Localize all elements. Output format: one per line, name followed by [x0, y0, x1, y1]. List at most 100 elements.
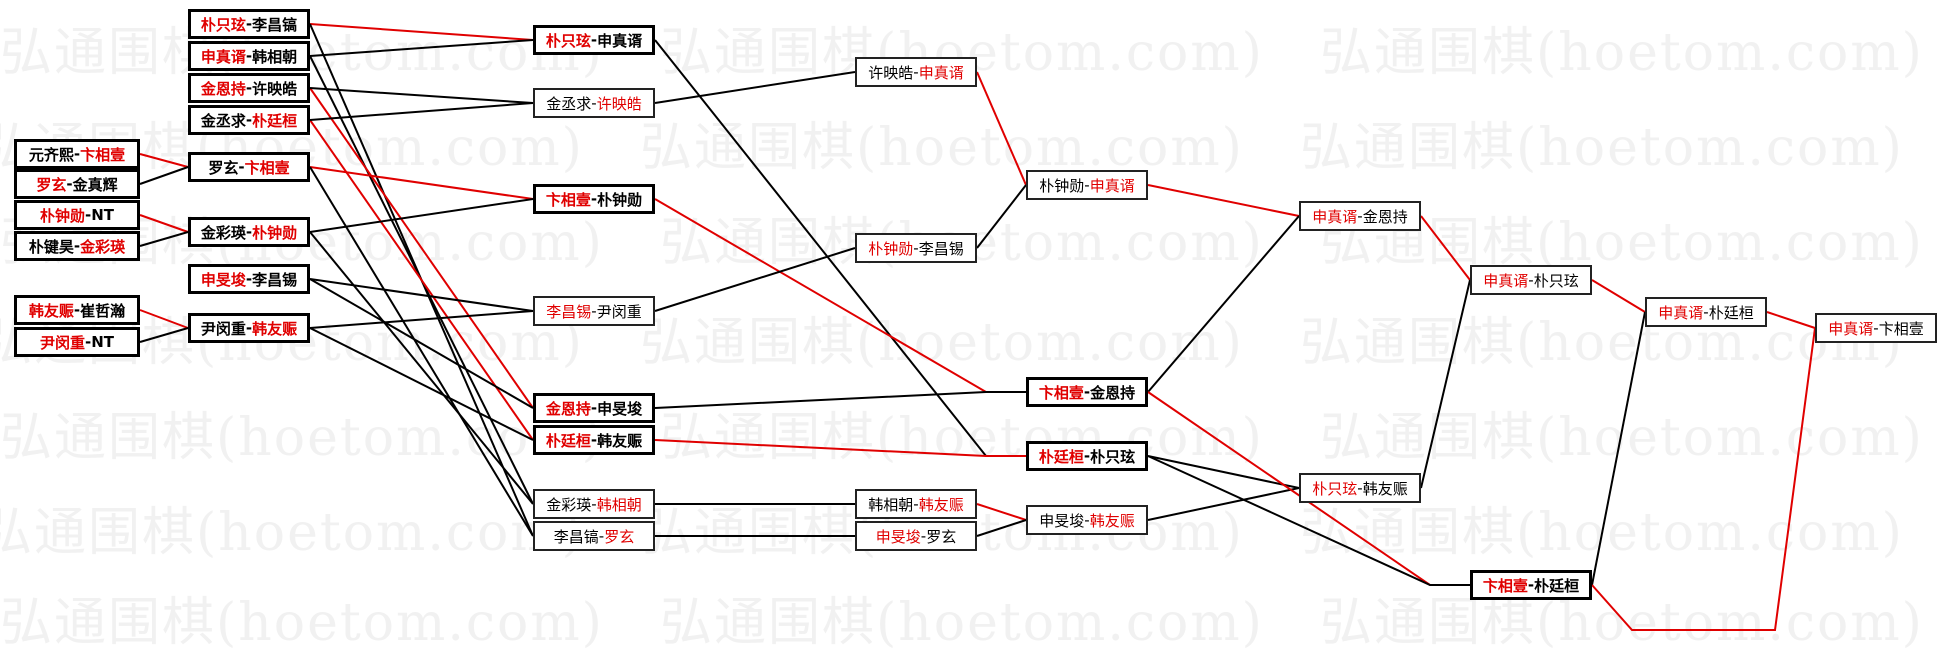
bracket-connector	[976, 519, 1027, 537]
bracket-connector	[309, 87, 534, 409]
bracket-connector	[654, 391, 1026, 409]
watermark-text: 弘通围棋(hoetom.com)	[1320, 593, 1924, 653]
player-name: 李昌锡	[252, 270, 298, 289]
player-name: 金彩瑛	[200, 223, 246, 242]
player-name: 申真谞	[918, 63, 964, 82]
bracket-connector	[139, 327, 189, 343]
player-name: 卞相壹	[244, 158, 290, 177]
player-name: 罗玄	[926, 527, 957, 546]
bracket-connector	[309, 327, 534, 441]
player-name: 韩友赈	[918, 495, 964, 514]
player-name: 尹闵重	[200, 319, 246, 338]
player-name: 金彩瑛	[80, 237, 126, 256]
player-name: 朴只玹	[200, 15, 246, 34]
player-name: 申旻埈	[875, 527, 921, 546]
player-name: 朴钟勋	[39, 206, 85, 225]
watermark-text: 弘通围棋(hoetom.com)	[0, 593, 604, 653]
player-name: 罗玄	[208, 158, 239, 177]
match-box: 申真谞-韩相朝	[188, 41, 310, 71]
player-name: 申旻埈	[597, 399, 643, 418]
player-name: 韩相朝	[596, 495, 642, 514]
versus-dash: -	[238, 158, 245, 176]
player-name: 申真谞	[1312, 207, 1358, 226]
player-name: 朴钟勋	[252, 223, 298, 242]
versus-dash: -	[245, 79, 253, 97]
watermark-text: 弘通围棋(hoetom.com)	[1300, 503, 1904, 563]
match-box: 申旻埈-李昌锡	[188, 264, 310, 294]
match-box: 韩友赈-崔哲瀚	[14, 295, 140, 325]
player-name: 卞相壹	[1038, 383, 1084, 402]
player-name: 朴钟勋	[1039, 176, 1085, 195]
versus-dash: -	[590, 190, 598, 208]
match-box: 许映皓-申真谞	[855, 57, 977, 87]
player-name: 朴只玹	[1312, 479, 1358, 498]
versus-dash: -	[590, 399, 598, 417]
player-name: 朴只玹	[1090, 447, 1136, 466]
versus-dash: -	[590, 31, 598, 49]
versus-dash: -	[1357, 207, 1363, 225]
versus-dash: -	[84, 333, 92, 351]
player-name: 申真谞	[1089, 176, 1135, 195]
match-box: 朴廷桓-朴只玹	[1026, 441, 1148, 471]
match-box: 朴廷桓-韩友赈	[533, 425, 655, 455]
match-box: 金彩瑛-朴钟勋	[188, 217, 310, 247]
bracket-connector	[976, 71, 1027, 186]
player-name: 李昌锡	[546, 302, 592, 321]
bracket-connector	[139, 166, 189, 185]
versus-dash: -	[1083, 447, 1091, 465]
player-name: NT	[91, 206, 115, 224]
versus-dash: -	[1084, 511, 1090, 529]
match-box: 朴只玹-韩友赈	[1299, 473, 1421, 503]
player-name: 卞相壹	[80, 145, 126, 164]
watermark-text: 弘通围棋(hoetom.com)	[660, 593, 1264, 653]
versus-dash: -	[73, 237, 81, 255]
player-name: 卞相壹	[1482, 576, 1528, 595]
player-name: 韩友赈	[28, 301, 74, 320]
player-name: 申真谞	[597, 31, 643, 50]
match-box: 金丞求-朴廷桓	[188, 105, 310, 135]
versus-dash: -	[590, 431, 598, 449]
match-box: 卞相壹-朴廷桓	[1470, 570, 1592, 600]
player-name: 金恩持	[200, 79, 246, 98]
bracket-connector	[1591, 311, 1646, 586]
player-name: 金恩持	[1090, 383, 1136, 402]
player-name: 金丞求	[200, 111, 246, 130]
bracket-connector	[309, 278, 534, 409]
versus-dash: -	[1528, 271, 1534, 289]
versus-dash: -	[245, 223, 253, 241]
player-name: 朴钟勋	[868, 239, 914, 258]
bracket-connector	[309, 310, 534, 329]
player-name: 李昌镐	[553, 527, 599, 546]
match-box: 金丞求-许映皓	[533, 88, 655, 118]
player-name: 韩友赈	[1362, 479, 1408, 498]
bracket-connector	[309, 39, 534, 57]
player-name: 韩友赈	[1089, 511, 1135, 530]
bracket-connector	[1147, 487, 1300, 521]
player-name: 罗玄	[604, 527, 635, 546]
versus-dash: -	[1703, 303, 1709, 321]
versus-dash: -	[73, 301, 81, 319]
versus-dash: -	[245, 270, 253, 288]
versus-dash: -	[245, 319, 253, 337]
bracket-connector	[309, 231, 534, 505]
player-name: 韩友赈	[597, 431, 643, 450]
bracket-connector	[1766, 311, 1816, 329]
player-name: 申真谞	[1828, 319, 1874, 338]
versus-dash: -	[913, 239, 919, 257]
bracket-connector	[309, 102, 534, 121]
versus-dash: -	[1084, 176, 1090, 194]
player-name: 韩友赈	[252, 319, 298, 338]
match-box: 申旻埈-韩友赈	[1026, 505, 1148, 535]
player-name: 朴廷桓	[1534, 576, 1580, 595]
match-box: 罗玄-金真辉	[14, 169, 140, 199]
bracket-connector	[309, 166, 534, 200]
player-name: 申真谞	[1483, 271, 1529, 290]
bracket-connector	[1420, 215, 1471, 281]
player-name: 金彩瑛	[546, 495, 592, 514]
versus-dash: -	[913, 63, 919, 81]
versus-dash: -	[245, 47, 253, 65]
match-box: 朴钟勋-李昌锡	[855, 233, 977, 263]
bracket-connector	[1420, 279, 1471, 489]
player-name: 卞相壹	[1878, 319, 1924, 338]
